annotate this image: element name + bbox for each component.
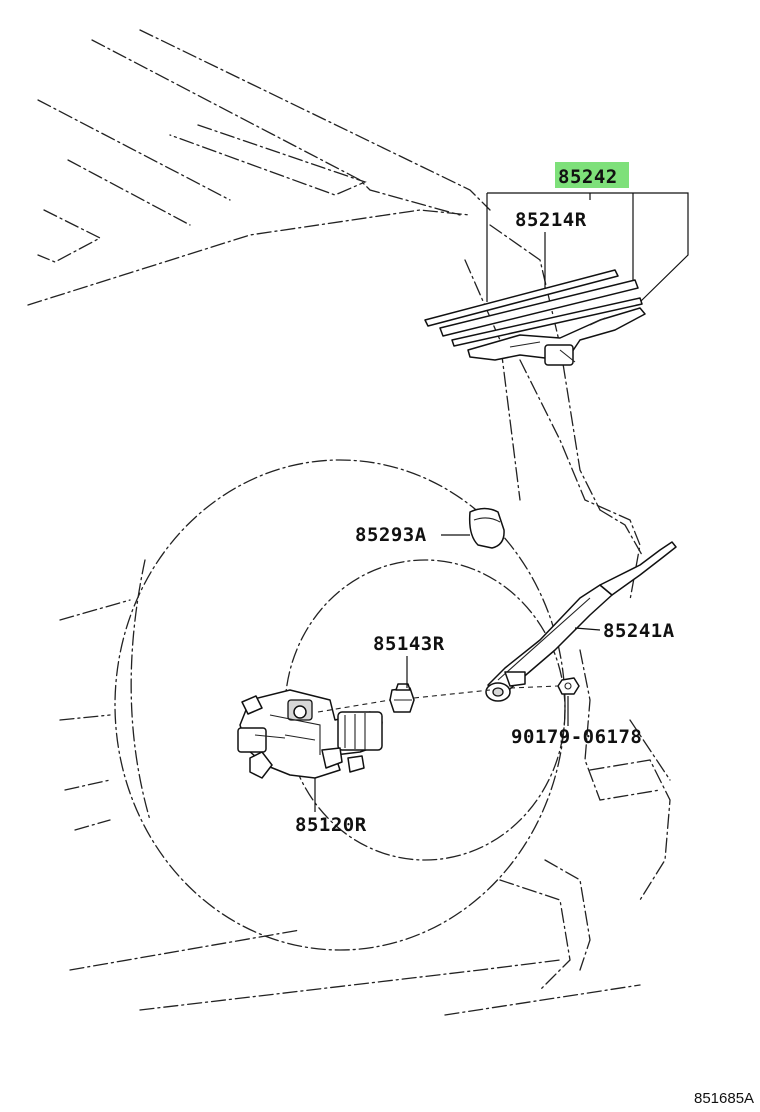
- label-85241A[interactable]: 85241A: [603, 620, 675, 642]
- wiper-motor: [237, 689, 383, 779]
- label-85143R[interactable]: 85143R: [373, 633, 445, 655]
- label-85242[interactable]: 85242: [558, 166, 618, 188]
- grommet: [389, 683, 415, 713]
- pivot-cap: [468, 507, 505, 549]
- highlight-box: [555, 162, 629, 188]
- wiper-blade-assembly: [424, 192, 689, 366]
- label-90179-06178[interactable]: 90179-06178: [511, 726, 642, 748]
- label-85293A[interactable]: 85293A: [355, 524, 427, 546]
- vehicle-body-outline: [27, 29, 671, 1016]
- nut: [557, 677, 580, 695]
- wiper-arm: [485, 541, 677, 702]
- label-85214R[interactable]: 85214R: [515, 209, 587, 231]
- label-leaders: [314, 534, 601, 812]
- diagram-reference-number: 851685A: [694, 1090, 754, 1107]
- label-85120R[interactable]: 85120R: [295, 814, 367, 836]
